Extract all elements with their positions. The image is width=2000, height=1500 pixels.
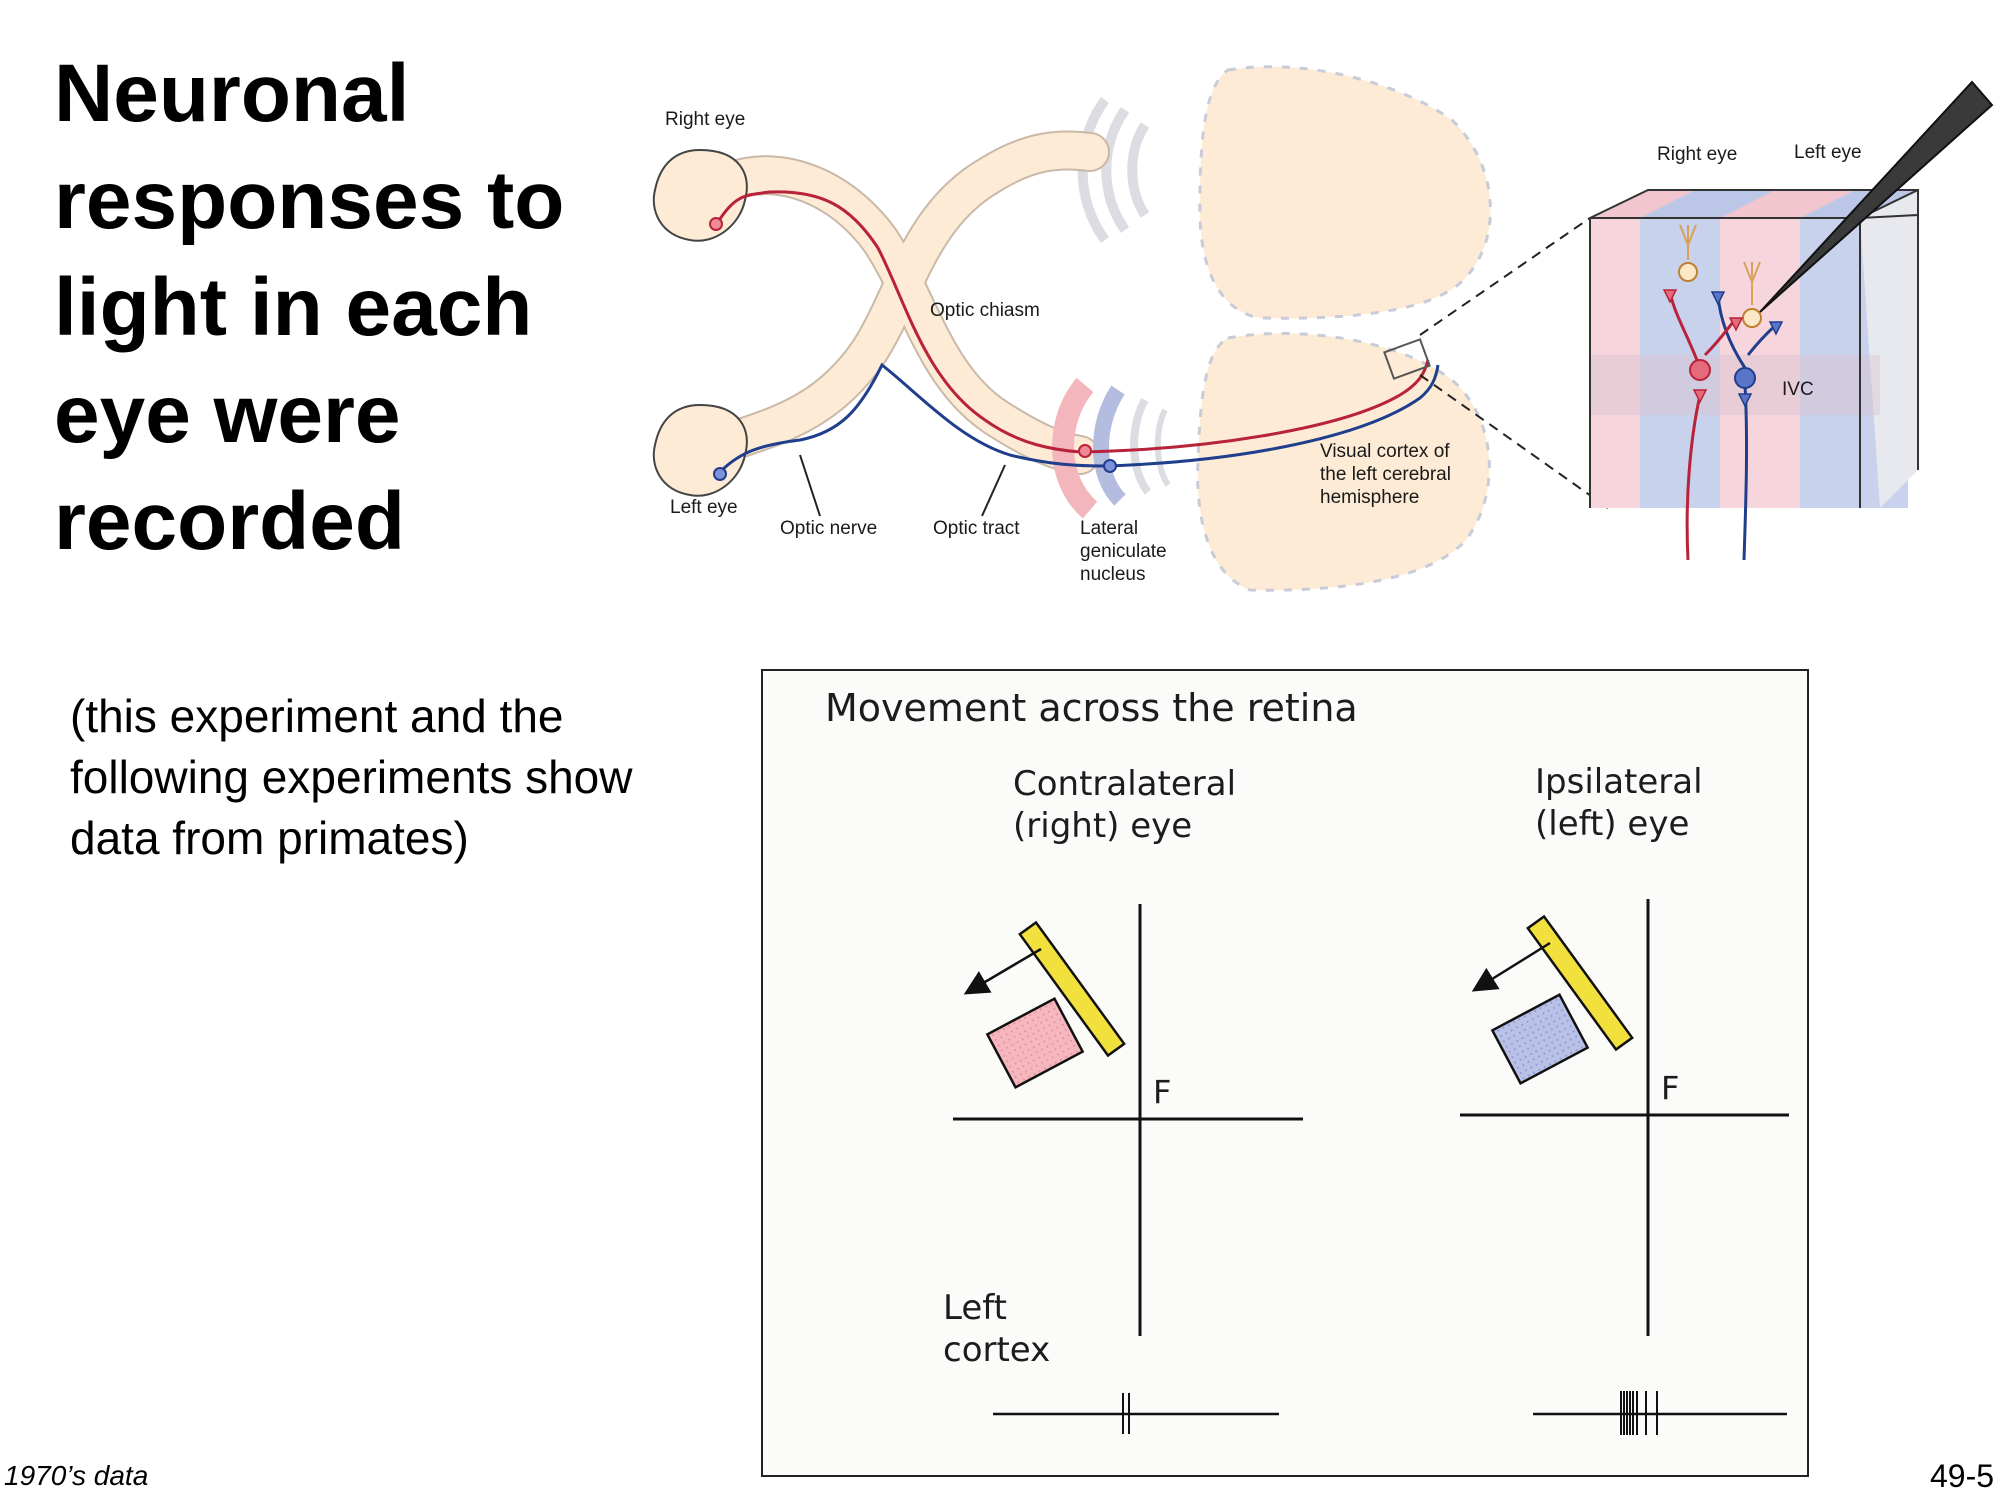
slide-title: Neuronal responses to light in each eye …: [54, 48, 565, 567]
contralateral-label-line-2: (right) eye: [1013, 806, 1192, 846]
right-eye-cell: [709, 217, 723, 231]
ipsilateral-label-line-1: Ipsilateral: [1535, 762, 1703, 802]
right-eye-shape: [652, 148, 748, 242]
ipsilateral-spikes: [1620, 1391, 1658, 1435]
ivc-layer-label: IVC: [1782, 379, 1814, 400]
right-hemisphere: [1198, 65, 1492, 320]
slide-note: (this experiment and the following exper…: [70, 690, 633, 864]
visual-cortex-label-line-2: the left cerebral: [1320, 464, 1451, 485]
left-eye-pathway: [718, 362, 1440, 474]
optic-tract-label: Optic tract: [933, 518, 1020, 539]
visual-cortex-label-line-1: Visual cortex of: [1320, 441, 1450, 462]
visual-pathway-diagram: Right eye Left eye Optic chiasm Optic ne…: [652, 65, 1994, 592]
right-eye-pathway: [716, 190, 1430, 454]
visual-cortex-label-line-3: hemisphere: [1320, 487, 1419, 508]
ipsilateral-movement-arrow: [1471, 941, 1551, 992]
left-eye-shape: [652, 403, 748, 497]
ipsilateral-label-line-2: (left) eye: [1535, 804, 1689, 844]
optic-nerve-pointer: [799, 454, 821, 517]
recording-site-label-line-1: Left: [943, 1288, 1007, 1328]
lgn-label-line-1: Lateral: [1080, 518, 1138, 539]
experiment-panel: Movement across the retina Contralateral…: [761, 669, 1809, 1477]
right-eye-label: Right eye: [665, 109, 745, 130]
cortex-sample-box: [1383, 338, 1431, 380]
optic-pathway-tissue: [715, 130, 1110, 475]
contralateral-movement-arrow: [963, 947, 1042, 995]
left-eye-label: Left eye: [670, 497, 738, 518]
ipsilateral-stimulus-bar: [1526, 914, 1634, 1052]
lgn-label-line-2: geniculate: [1080, 541, 1167, 562]
lgn-left-cell: [1103, 459, 1117, 473]
left-hemisphere: [1196, 331, 1491, 592]
optic-nerve-label: Optic nerve: [780, 518, 877, 539]
contralateral-receptive-field: [985, 996, 1085, 1090]
zoom-line-top: [1419, 217, 1591, 336]
contralateral-spikes: [1122, 1393, 1130, 1434]
contralateral-fixation-label: F: [1153, 1073, 1171, 1111]
ipsilateral-fixation-label: F: [1661, 1069, 1679, 1107]
contralateral-stimulus-bar: [1018, 920, 1126, 1058]
cortex-inset: [1589, 189, 1919, 561]
experiment-figure: Movement across the retina Contralateral…: [825, 686, 1789, 1435]
optic-chiasm-label: Optic chiasm: [930, 300, 1040, 321]
recording-electrode: [1759, 80, 1994, 313]
inset-right-eye-label: Right eye: [1657, 144, 1737, 165]
recording-site-label-line-2: cortex: [943, 1330, 1050, 1370]
footnote: 1970’s data: [4, 1460, 149, 1491]
contralateral-label-line-1: Contralateral: [1013, 764, 1236, 804]
left-eye-cell: [713, 467, 727, 481]
ipsilateral-receptive-field: [1490, 992, 1590, 1086]
zoom-line-bottom: [1419, 374, 1609, 509]
inset-left-eye-label: Left eye: [1794, 142, 1862, 163]
lgn-label-line-3: nucleus: [1080, 564, 1146, 585]
slide-number: 49-5: [1930, 1458, 1995, 1494]
lgn-right-cell: [1078, 444, 1092, 458]
optic-tract-pointer: [981, 464, 1006, 517]
experiment-heading: Movement across the retina: [825, 686, 1358, 730]
